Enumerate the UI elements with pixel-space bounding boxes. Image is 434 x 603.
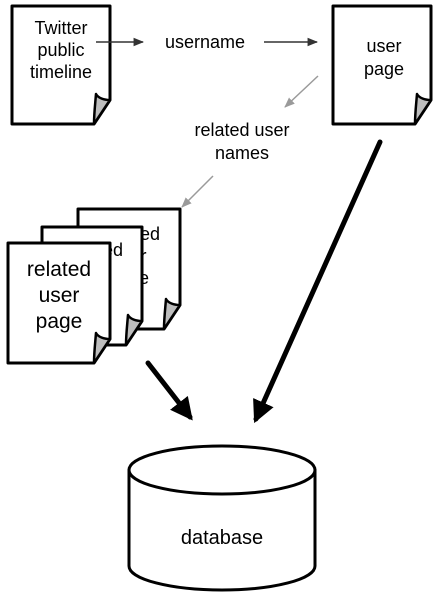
user-page-line-1: user: [366, 36, 401, 56]
user-page-line-2: page: [364, 59, 404, 79]
user-page-document: user page: [331, 4, 433, 126]
edge-label-username: username: [165, 32, 245, 52]
twitter-doc-line-1: Twitter: [34, 18, 87, 38]
related-page-front-line-1: related: [27, 258, 91, 281]
twitter-doc-line-2: public: [37, 40, 84, 60]
arrow-related-names-to-related-pages: [181, 175, 214, 208]
arrow-user-page-to-database: [253, 139, 383, 424]
twitter-public-timeline-document: Twitter public timeline: [10, 4, 112, 126]
twitter-doc-line-3: timeline: [30, 62, 92, 82]
related-user-page-document-front: related user page: [6, 241, 112, 365]
edge-label-related-user-names-line-1: related user: [194, 120, 289, 140]
related-page-front-line-3: page: [36, 310, 83, 333]
related-page-front-line-2: user: [39, 284, 80, 307]
arrow-related-pages-to-database: [145, 360, 193, 421]
database-label: database: [181, 527, 263, 549]
edge-label-related-user-names-line-2: names: [215, 143, 269, 163]
database-cylinder: database: [127, 444, 317, 592]
arrow-user-page-to-related-names: [284, 75, 319, 108]
